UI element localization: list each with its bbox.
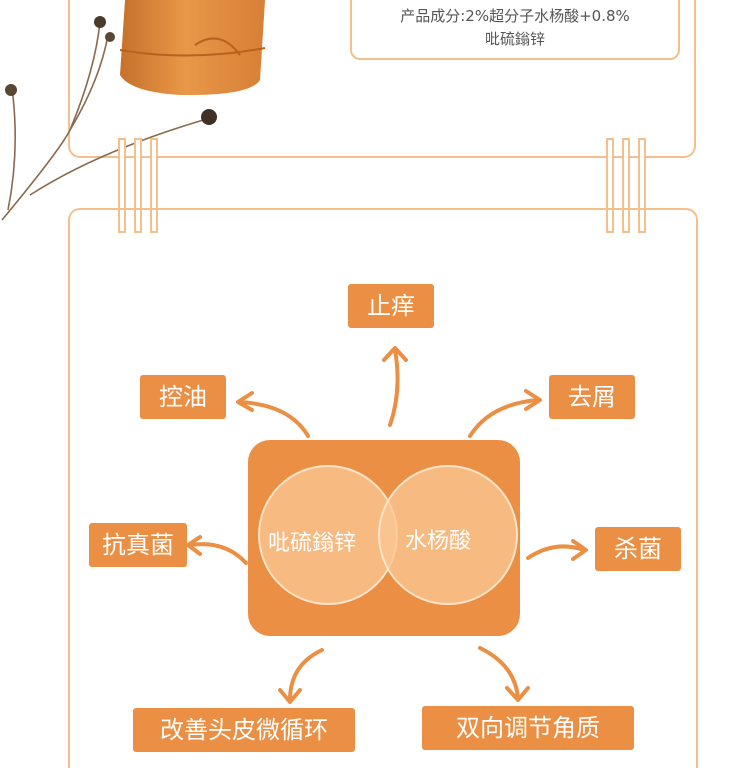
effect-anti-itch: 止痒: [348, 284, 434, 328]
arrow-bottom-right-head: [505, 686, 530, 702]
arrow-left-head: [186, 535, 202, 556]
hanger-bars-right: [606, 138, 656, 233]
label-zinc-pyrithione: 吡硫鎓锌: [268, 531, 357, 556]
diagram-frame: [68, 208, 698, 768]
effect-anti-dandruff: 去屑: [549, 375, 635, 419]
arrow-upper-right: [468, 398, 540, 438]
arrow-right-head: [571, 539, 588, 561]
arrow-bottom-left-head: [278, 688, 302, 704]
arrow-bottom-left: [288, 648, 324, 702]
effect-sterilize: 杀菌: [595, 527, 681, 571]
arrow-upper-left: [238, 400, 310, 438]
arrow-right: [526, 544, 586, 560]
arrow-left: [188, 542, 248, 565]
effect-keratin-regulation: 双向调节角质: [422, 706, 634, 750]
dried-flowers-decoration: [1, 16, 217, 221]
arrow-upper-left-head: [236, 391, 254, 412]
product-jar-image: [119, 0, 266, 96]
effect-scalp-circulation: 改善头皮微循环: [133, 708, 355, 752]
effect-arrows: [186, 346, 588, 704]
ingredients-line-1: 产品成分:2%超分子水杨酸+0.8%: [400, 7, 630, 25]
ingredients-line-2: 吡硫鎓锌: [484, 30, 545, 48]
effect-antifungal: 抗真菌: [89, 523, 187, 567]
hanger-bars-left: [118, 138, 168, 233]
arrow-bottom-right: [478, 646, 520, 700]
arrow-upper-right-head: [524, 389, 542, 411]
label-salicylic-acid: 水杨酸: [405, 529, 472, 554]
ingredients-box: 产品成分:2%超分子水杨酸+0.8% 吡硫鎓锌: [350, 0, 680, 60]
product-frame: [68, 0, 696, 158]
arrow-up-head: [382, 346, 408, 362]
circle-zinc-pyrithione: [258, 465, 398, 605]
circle-salicylic-acid: [378, 465, 518, 605]
effect-oil-control: 控油: [140, 375, 226, 419]
arrow-up: [388, 348, 400, 427]
